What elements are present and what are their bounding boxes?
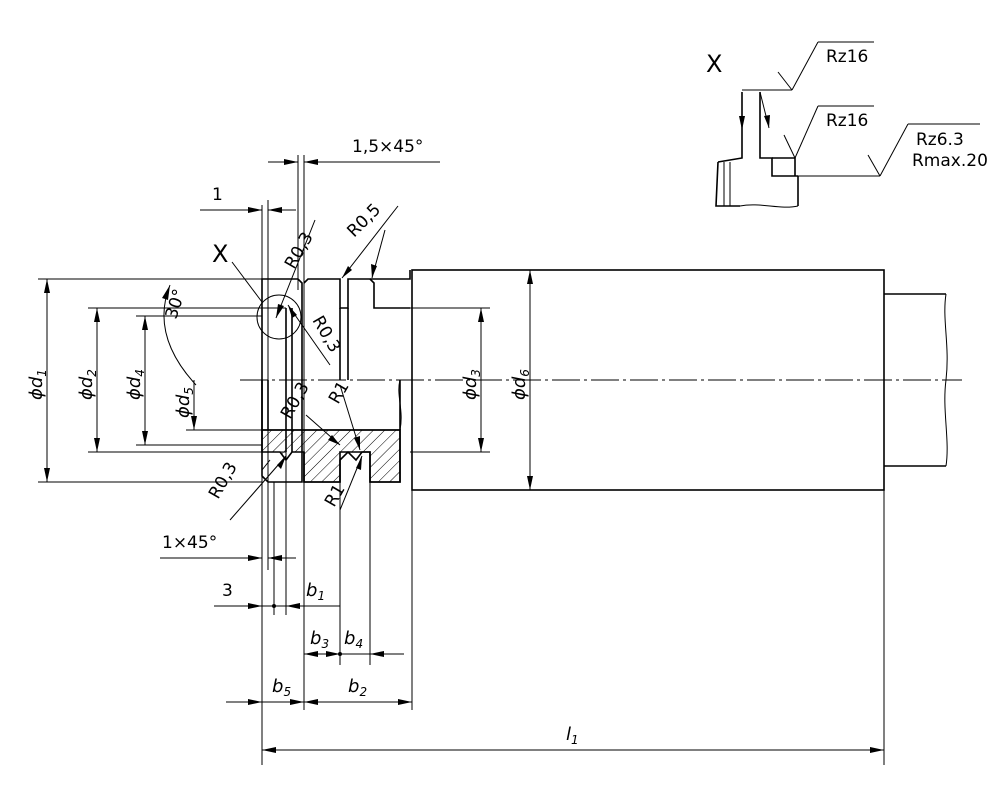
chamfer-bottom-text: 1×45° <box>162 533 217 553</box>
detail-view: X Rz16 Rz16 Rz6.3 Rmax.20 <box>706 41 988 208</box>
radius-bottom-b: R1 <box>321 481 350 511</box>
dimension-lines <box>44 159 884 753</box>
roughness-right-line2: Rmax.20 <box>912 151 988 171</box>
diameter-d2: ϕd2 <box>76 369 99 400</box>
diameter-texts: ϕd1 ϕd2 ϕd4 ϕd5 ϕd3 ϕd6 <box>26 369 532 418</box>
radius-inner-b: R0,3 <box>277 379 314 423</box>
length-b4: b4 <box>344 628 363 651</box>
detail-view-label: X <box>706 50 722 78</box>
radius-top-a: R0,3 <box>281 229 318 273</box>
length-texts: b1 b3 b4 b5 b2 l1 <box>272 580 579 747</box>
length-b5: b5 <box>272 676 291 699</box>
diameter-d1: ϕd1 <box>26 369 49 400</box>
width-1-text: 1 <box>212 185 223 205</box>
diameter-d5: ϕd5 <box>173 387 196 418</box>
roughness-top: Rz16 <box>826 47 868 67</box>
chamfer-top-text: 1,5×45° <box>352 137 423 157</box>
length-b3: b3 <box>310 628 329 651</box>
roughness-mid: Rz16 <box>826 111 868 131</box>
diameter-d6: ϕd6 <box>509 369 532 400</box>
detail-x-marker: X <box>212 240 302 340</box>
width-3-text: 3 <box>222 581 233 601</box>
diameter-d4: ϕd4 <box>124 369 147 400</box>
radius-inner-a: R0,3 <box>308 313 345 357</box>
length-b2: b2 <box>348 676 367 699</box>
part-outline <box>261 269 948 491</box>
extension-lines <box>38 155 885 765</box>
radius-bottom-a: R0,3 <box>205 459 242 503</box>
length-l1: l1 <box>566 724 579 747</box>
view-marker-label: X <box>212 240 228 268</box>
length-b1: b1 <box>306 580 325 603</box>
diameter-d3: ϕd3 <box>460 369 483 400</box>
radius-inner-c: R1 <box>325 378 354 408</box>
radius-top-b: R0,5 <box>343 200 385 242</box>
roughness-right-line1: Rz6.3 <box>916 130 964 150</box>
